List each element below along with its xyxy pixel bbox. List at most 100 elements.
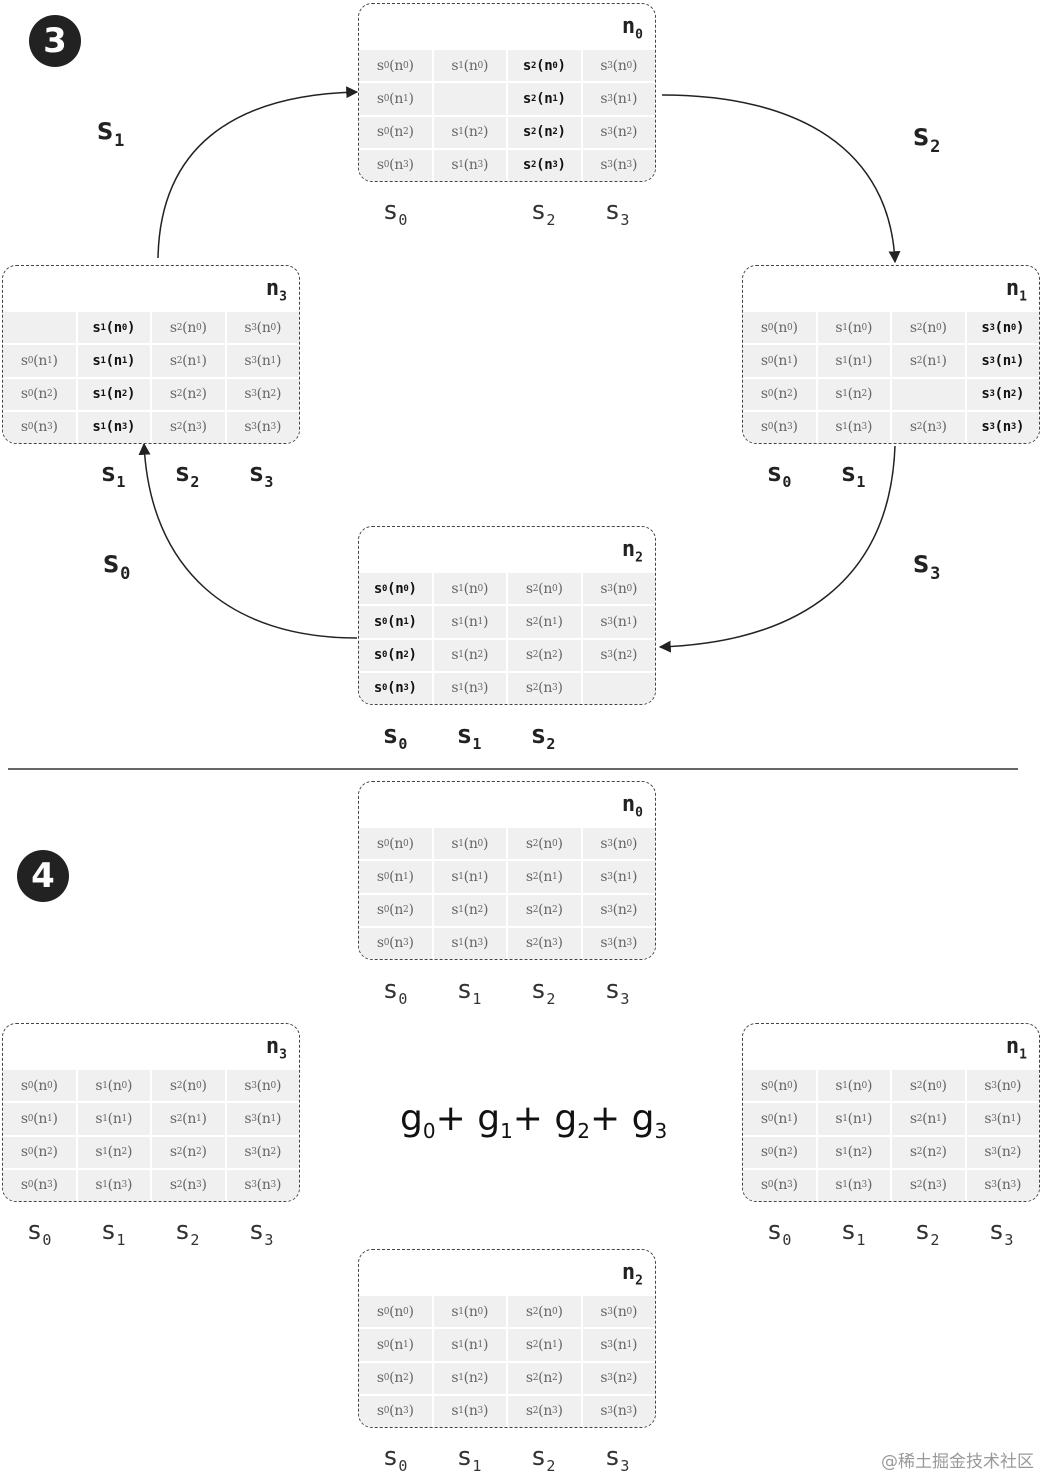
shard-label: s0 [26, 1216, 52, 1250]
shard-label: s1 [840, 458, 866, 492]
shard-label [964, 458, 1038, 491]
node-title-n2: n2 [621, 1260, 643, 1289]
shard-label: s3 [604, 975, 630, 1009]
shard-label: s1 [456, 1442, 482, 1476]
edge-label-s3: s3 [912, 545, 941, 584]
shard-label: s0 [766, 1216, 792, 1250]
node-title-n2: n2 [621, 537, 643, 566]
shard-label [432, 196, 506, 229]
shard-label: s2 [530, 1442, 556, 1476]
arrow-n0-to-n1 [661, 94, 901, 264]
step-4-badge: 4 [17, 850, 69, 902]
shard-label: s0 [766, 458, 792, 492]
grad-cell-empty [892, 378, 965, 410]
shard-label: s1 [456, 720, 482, 754]
shard-label: s3 [248, 1216, 274, 1250]
shard-label [580, 720, 654, 753]
shard-label: s3 [248, 458, 274, 492]
node-title-n0: n0 [621, 792, 643, 821]
grad-cell-empty [433, 83, 506, 115]
shard-label: s1 [100, 458, 126, 492]
shard-label: s2 [530, 196, 556, 230]
arrow-n1-to-n2 [658, 445, 896, 653]
shard-label [2, 458, 76, 491]
sum-formula: g0+ g1+ g2+ g3 [400, 1098, 668, 1144]
arrow-n3-to-n0 [157, 86, 359, 259]
shard-label: s1 [456, 975, 482, 1009]
shard-label: s0 [382, 975, 408, 1009]
